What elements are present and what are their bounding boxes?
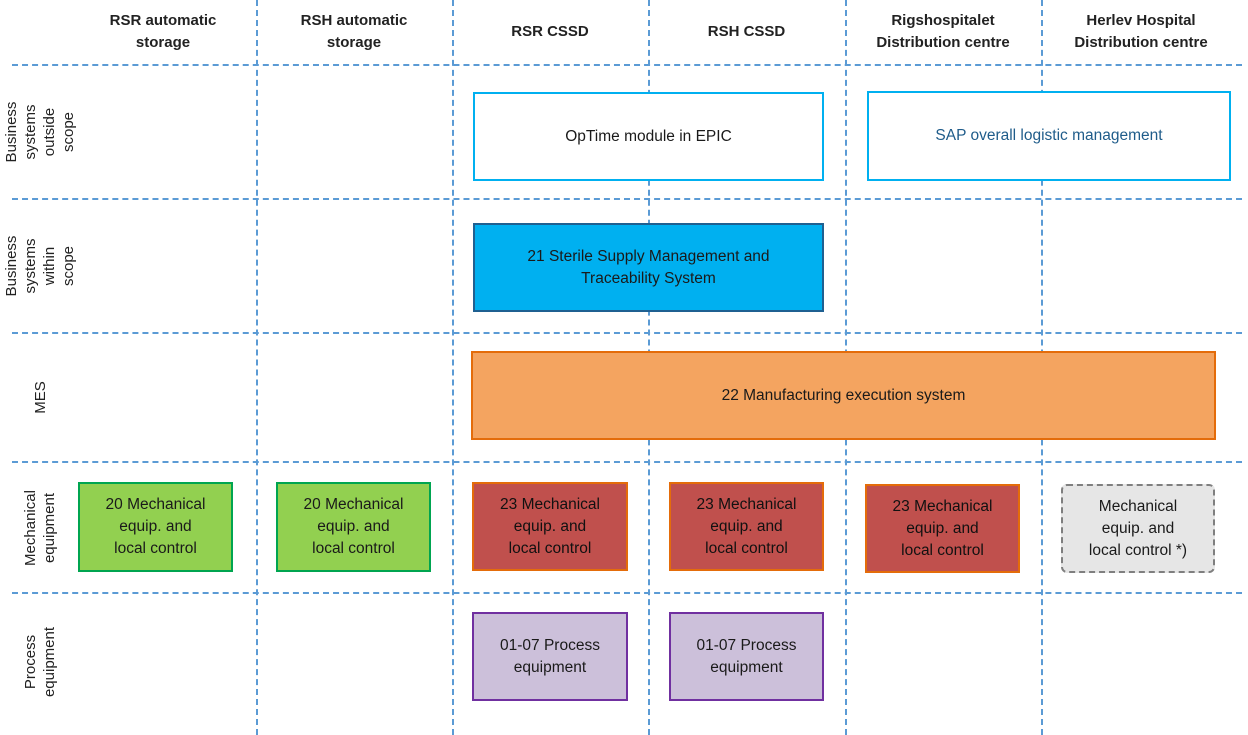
row-divider <box>12 64 1242 66</box>
mechanical-rsr-cssd-box: 23 Mechanical equip. and local control <box>472 482 628 571</box>
mechanical-label: 20 Mechanical equip. and local control <box>105 496 206 557</box>
mechanical-rsr-storage-box: 20 Mechanical equip. and local control <box>78 482 233 572</box>
row-divider <box>12 592 1242 594</box>
mes-box: 22 Manufacturing execution system <box>471 351 1216 440</box>
column-divider <box>452 0 454 735</box>
row-divider <box>12 461 1242 463</box>
column-divider <box>256 0 258 735</box>
row-label-text: Business systems within scope <box>3 235 77 297</box>
row-label-text: Process equipment <box>22 626 58 697</box>
column-header-rsh-storage: RSH automatic storage <box>300 12 408 51</box>
sap-label: SAP overall logistic management <box>935 127 1163 144</box>
mechanical-label: 20 Mechanical equip. and local control <box>303 496 404 557</box>
row-label-outside-scope: Business systems outside scope <box>0 66 80 198</box>
sterile-supply-label: 21 Sterile Supply Management and Traceab… <box>527 247 770 287</box>
row-label-mes: MES <box>0 334 80 461</box>
column-header-rigshospitalet-dc: Rigshospitalet Distribution centre <box>876 12 1010 51</box>
row-label-text: Business systems outside scope <box>3 101 77 163</box>
column-header-rsh-cssd: RSH CSSD <box>707 23 786 40</box>
mechanical-rigs-dc-box: 23 Mechanical equip. and local control <box>865 484 1020 573</box>
process-rsr-cssd-box: 01-07 Process equipment <box>472 612 628 701</box>
mes-label: 22 Manufacturing execution system <box>721 386 966 404</box>
process-rsh-cssd-box: 01-07 Process equipment <box>669 612 824 701</box>
mechanical-label: Mechanical equip. and local control *) <box>1088 497 1188 559</box>
sterile-supply-box: 21 Sterile Supply Management and Traceab… <box>473 223 824 312</box>
row-divider <box>12 332 1242 334</box>
row-label-process: Process equipment <box>0 594 80 729</box>
column-header-rsr-storage: RSR automatic storage <box>109 12 217 51</box>
mechanical-rsh-cssd-box: 23 Mechanical equip. and local control <box>669 482 824 571</box>
optime-box: OpTime module in EPIC <box>473 92 824 181</box>
row-label-within-scope: Business systems within scope <box>0 200 80 332</box>
row-label-mechanical: Mechanical equipment <box>0 463 80 592</box>
mechanical-label: 23 Mechanical equip. and local control <box>500 495 600 557</box>
column-header-rsr-cssd: RSR CSSD <box>511 23 589 40</box>
row-divider <box>12 198 1242 200</box>
mechanical-herlev-dc-box: Mechanical equip. and local control *) <box>1061 484 1215 573</box>
mechanical-label: 23 Mechanical equip. and local control <box>892 497 993 559</box>
sap-box: SAP overall logistic management <box>867 91 1231 181</box>
row-label-text: Mechanical equipment <box>22 489 58 566</box>
process-label: 01-07 Process equipment <box>500 636 600 676</box>
row-label-text: MES <box>31 381 49 414</box>
optime-label: OpTime module in EPIC <box>565 127 732 145</box>
process-label: 01-07 Process equipment <box>696 636 797 676</box>
mechanical-rsh-storage-box: 20 Mechanical equip. and local control <box>276 482 431 572</box>
column-header-herlev-dc: Herlev Hospital Distribution centre <box>1074 12 1208 51</box>
mechanical-label: 23 Mechanical equip. and local control <box>696 495 797 557</box>
